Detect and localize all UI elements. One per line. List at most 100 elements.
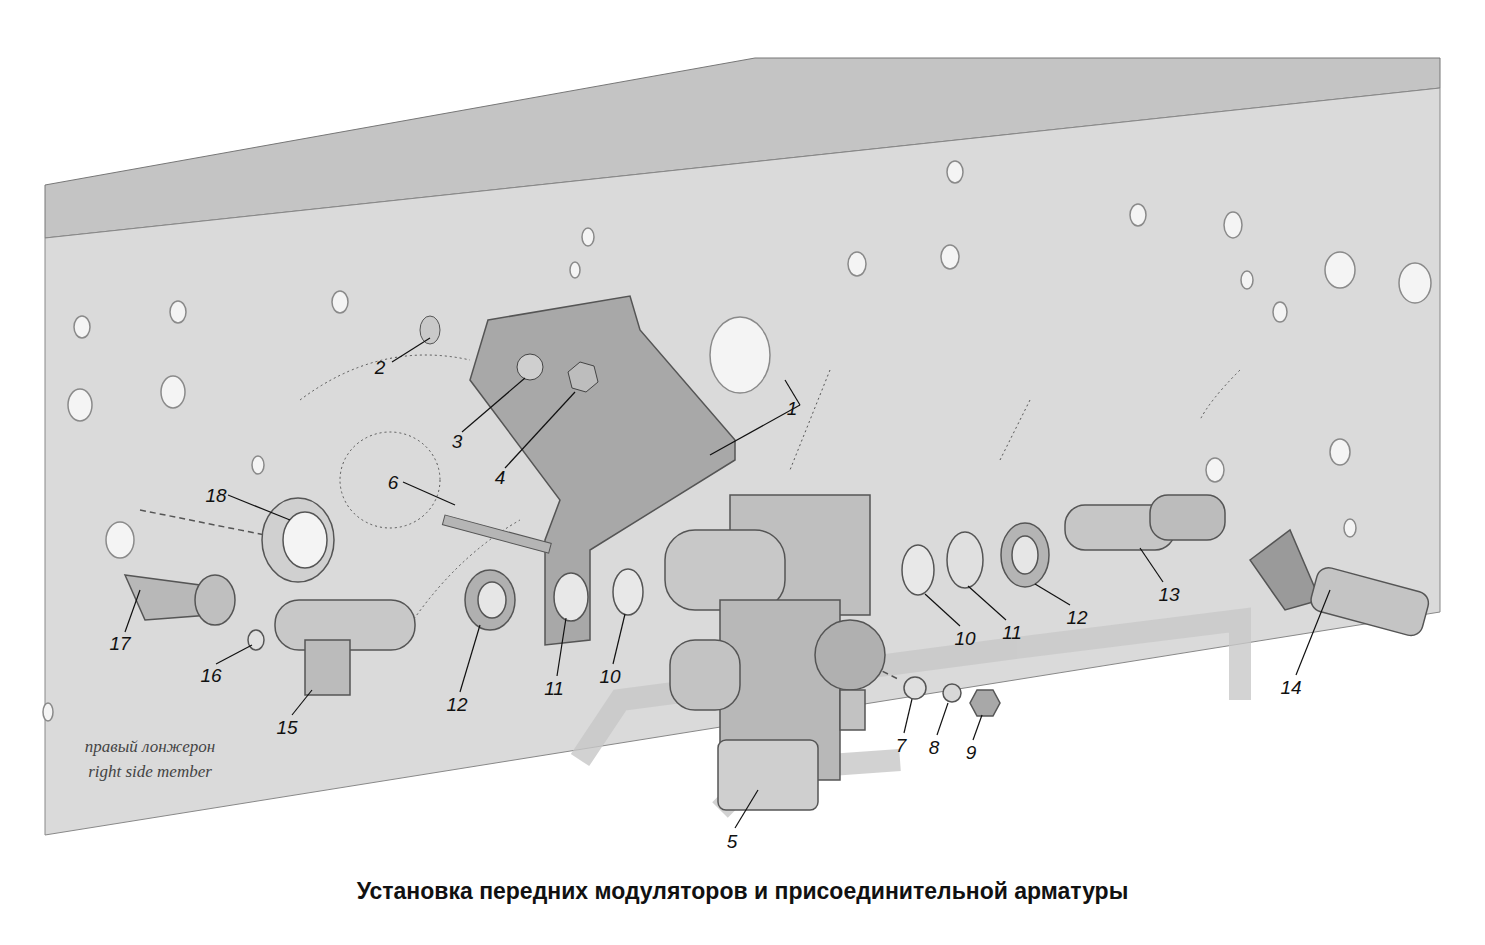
drawing-shape <box>68 389 92 421</box>
watermark <box>580 620 1240 810</box>
drawing-shape <box>1296 590 1330 675</box>
drawing-shape <box>718 740 818 810</box>
drawing-shape <box>161 376 185 408</box>
callout-number: 1 <box>787 399 798 418</box>
callout-number: 11 <box>544 679 564 698</box>
drawing-shape <box>478 582 506 618</box>
callout-number: 11 <box>1002 623 1022 642</box>
drawing-shape <box>947 161 963 183</box>
drawing-shape <box>554 573 588 621</box>
drawing-shape <box>1012 536 1038 574</box>
drawing-shape <box>403 482 455 505</box>
drawing-shape <box>1344 519 1356 537</box>
callout-number: 10 <box>954 629 975 648</box>
callout-number: 12 <box>1066 608 1087 627</box>
drawing-shape <box>465 570 515 630</box>
callout-number: 7 <box>896 736 907 755</box>
drawing-shape <box>195 575 235 625</box>
part-name: правый лонжерон <box>85 738 215 755</box>
drawing-shape <box>1399 263 1431 303</box>
callout-number: 10 <box>599 667 620 686</box>
drawing-shape <box>462 378 525 432</box>
drawing-shape <box>420 316 440 344</box>
callout-number: 13 <box>1158 585 1179 604</box>
drawing-shape <box>392 338 430 362</box>
drawing-shape <box>1035 584 1070 605</box>
drawing-shape <box>1224 212 1242 238</box>
figure-title: Установка передних модуляторов и присоед… <box>0 878 1485 905</box>
drawing-shape <box>568 362 598 392</box>
callout-number: 8 <box>929 738 940 757</box>
drawing-shape <box>305 640 350 695</box>
drawing-shape <box>943 684 961 702</box>
callout-number: 9 <box>966 743 977 762</box>
drawing-shape <box>460 625 480 692</box>
drawing-shape <box>582 228 594 246</box>
drawing-shape <box>904 677 926 699</box>
drawing-shape <box>1206 458 1224 482</box>
callout-number: 12 <box>446 695 467 714</box>
drawing-shape <box>300 355 470 400</box>
drawing-shape <box>947 532 983 588</box>
drawing-shape <box>292 690 312 715</box>
drawing-shape <box>262 498 334 582</box>
callout-number: 5 <box>727 832 738 851</box>
drawing-shape <box>1000 400 1030 460</box>
drawing-shape <box>790 370 830 470</box>
leader-lines <box>125 338 1330 828</box>
drawing-shape <box>106 522 134 558</box>
drawing-shape <box>710 317 770 393</box>
callout-number: 14 <box>1280 678 1301 697</box>
drawing-shape <box>74 316 90 338</box>
callout-number: 17 <box>109 634 130 653</box>
callout-number: 4 <box>495 468 506 487</box>
drawing-shape <box>43 703 53 721</box>
part-name: right side member <box>88 763 212 780</box>
drawing-shape <box>45 88 1440 835</box>
modulator-part <box>665 495 885 810</box>
drawing-shape <box>1200 370 1240 420</box>
fittings <box>125 495 1431 716</box>
drawing-shape <box>1150 495 1225 540</box>
drawing-shape <box>665 530 785 610</box>
drawing-shape <box>670 640 740 710</box>
drawing-shape <box>848 252 866 276</box>
drawing-shape <box>557 618 566 676</box>
drawing-shape <box>937 703 948 735</box>
drawing-shape <box>968 586 1006 620</box>
drawing-shape <box>170 301 186 323</box>
drawing-shape <box>970 690 1000 716</box>
drawing-shape <box>248 630 264 650</box>
drawing-shape <box>1325 252 1355 288</box>
drawing-shape <box>1001 523 1049 587</box>
drawing-shape <box>252 456 264 474</box>
drawing-shape <box>1241 271 1253 289</box>
drawing-shape <box>941 245 959 269</box>
drawing-shape <box>904 699 912 733</box>
callout-number: 6 <box>388 473 399 492</box>
drawing-shape <box>1250 530 1320 610</box>
drawing-shape <box>216 645 252 664</box>
drawing-shape <box>613 569 643 615</box>
drawing-shape <box>973 715 982 740</box>
drawing-shape <box>125 590 140 632</box>
drawing-shape <box>735 790 758 828</box>
drawing-shape <box>840 690 865 730</box>
drawing-shape <box>1308 565 1431 638</box>
drawing-shape <box>340 432 440 528</box>
drawing-shape <box>1140 548 1163 582</box>
drawing-shape <box>517 354 543 380</box>
drawing-shape <box>815 620 885 690</box>
callout-number: 3 <box>452 432 463 451</box>
drawing-shape <box>505 392 575 468</box>
drawing-shape <box>925 594 960 626</box>
drawing-shape <box>1330 439 1350 465</box>
drawing-shape <box>710 405 800 455</box>
drawing-shape <box>442 515 551 553</box>
drawing-shape <box>613 614 625 664</box>
drawing-shape <box>1130 204 1146 226</box>
callout-number: 2 <box>375 358 386 377</box>
drawing-shape <box>1273 302 1287 322</box>
